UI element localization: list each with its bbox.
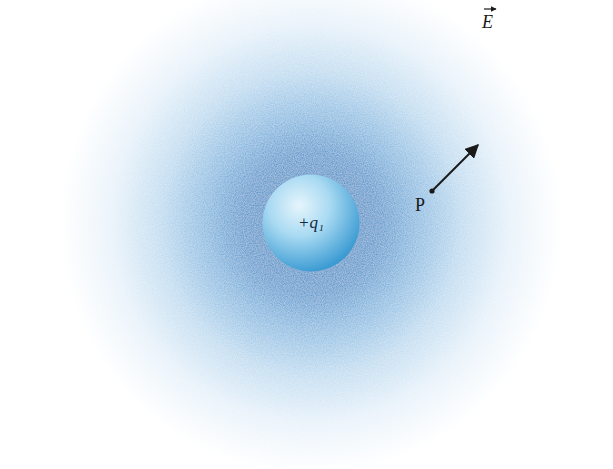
charge-sphere: +q₁	[262, 174, 360, 272]
point-label: P	[415, 196, 425, 214]
field-cloud	[61, 0, 561, 469]
field-vector	[432, 145, 478, 191]
point-dot	[429, 188, 434, 193]
field-symbol: E	[482, 13, 493, 31]
vector-overarrow	[484, 8, 496, 9]
charge-label: +q₁	[298, 213, 324, 233]
